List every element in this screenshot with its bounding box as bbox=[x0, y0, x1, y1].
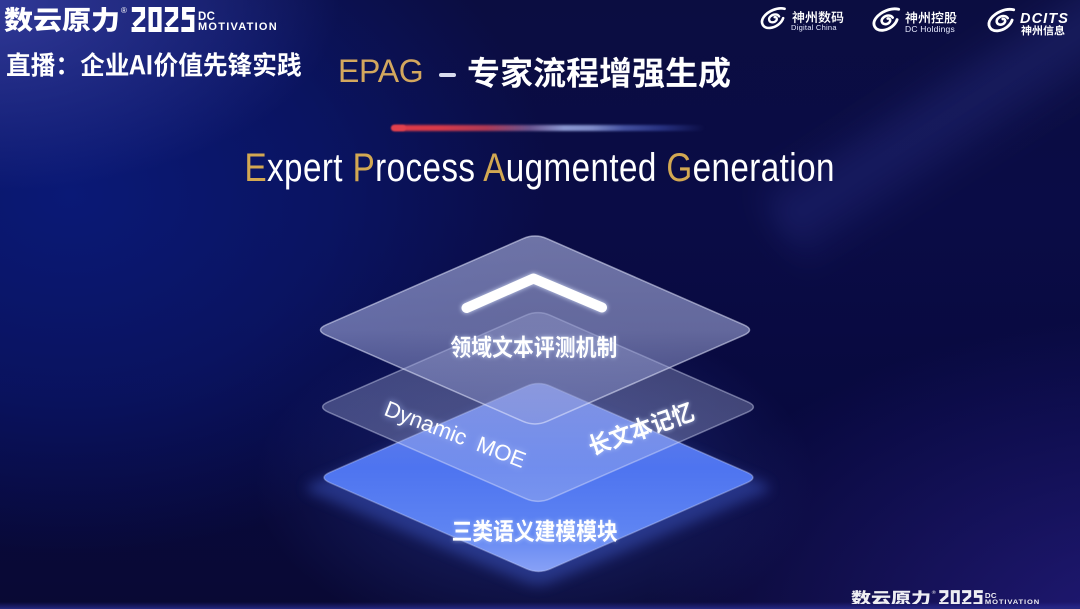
svg-text:DC: DC bbox=[985, 592, 997, 600]
svg-text:MOTIVATION: MOTIVATION bbox=[985, 599, 1040, 604]
svg-text:DC: DC bbox=[198, 11, 215, 23]
svg-text:®: ® bbox=[932, 589, 936, 595]
svg-text:®: ® bbox=[121, 6, 127, 15]
svg-text:DCITS: DCITS bbox=[1020, 11, 1069, 27]
svg-text:MOTIVATION: MOTIVATION bbox=[198, 21, 278, 33]
